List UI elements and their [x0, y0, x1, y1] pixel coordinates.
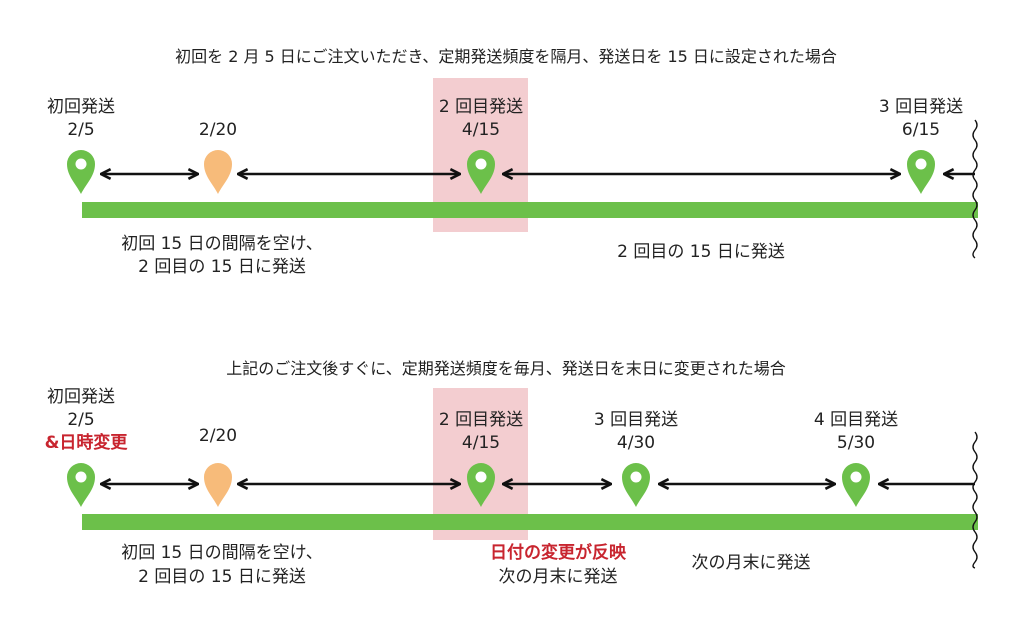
scenario2-gap-note-line2: 2 回目の 15 日に発送 [138, 567, 306, 587]
scenario2-gap-note-line1: 初回 15 日の間隔を空け、 [121, 543, 323, 563]
scenario1-next-note: 2 回目の 15 日に発送 [617, 242, 785, 262]
scenario1-marker4-label: 3 回目発送 [878, 97, 964, 117]
scenario2-marker4-date: 4/30 [616, 433, 656, 453]
scenario1-marker1-pin-icon [67, 150, 95, 194]
scenario1-title: 初回を 2 月 5 日にご注文いただき、定期発送頻度を隔月、発送日を 15 日に… [175, 47, 837, 66]
arrows-layer [101, 174, 975, 484]
scenario2-reflect-sub-note: 次の月末に発送 [498, 567, 618, 587]
scenario2-title: 上記のご注文後すぐに、定期発送頻度を毎月、発送日を末日に変更された場合 [226, 359, 786, 378]
scenario2-break-line [972, 431, 978, 569]
scenario2-marker4-label: 3 回目発送 [593, 410, 679, 430]
scenario1-marker4-pin-icon [907, 150, 935, 194]
scenario1-gap-note-line1: 初回 15 日の間隔を空け、 [121, 234, 323, 254]
scenario1-marker1-label: 初回発送 [47, 97, 115, 117]
scenario1-break-line [972, 119, 978, 259]
scenario2-marker3-label: 2 回目発送 [438, 410, 524, 430]
scenario1-marker4-date: 6/15 [901, 120, 941, 140]
scenario2-marker5-pin-icon [842, 463, 870, 507]
scenario2-marker5-date: 5/30 [836, 433, 876, 453]
scenario1-marker2-date: 2/20 [198, 120, 238, 140]
scenario1-marker3-pin-icon [467, 150, 495, 194]
scenario2-marker1-pin-icon [67, 463, 95, 507]
scenario2-marker5-label: 4 回目発送 [813, 410, 899, 430]
pins-layer [67, 150, 935, 507]
scenario1-marker3-label: 2 回目発送 [438, 97, 524, 117]
scenario2-marker2-pin-icon [204, 463, 232, 507]
scenario2-next-note: 次の月末に発送 [691, 553, 811, 573]
scenario2-marker3-date: 4/15 [461, 433, 501, 453]
scenario2-reflect-note: 日付の変更が反映 [490, 543, 626, 563]
scenario2-change-note: &日時変更 [44, 433, 128, 453]
scenario2-marker2-date: 2/20 [198, 426, 238, 446]
scenario1-marker1-date: 2/5 [67, 120, 95, 140]
scenario1-timeline-bar [82, 202, 978, 218]
scenario2-marker3-pin-icon [467, 463, 495, 507]
scenario2-timeline-bar [82, 514, 978, 530]
scenario2-marker4-pin-icon [622, 463, 650, 507]
breaks-layer [972, 119, 978, 569]
scenario1-marker3-date: 4/15 [461, 120, 501, 140]
scenario2-marker1-date: 2/5 [67, 410, 95, 430]
scenario1-marker2-pin-icon [204, 150, 232, 194]
scenario1-gap-note-line2: 2 回目の 15 日に発送 [138, 257, 306, 277]
scenario2-marker1-label: 初回発送 [47, 387, 115, 407]
